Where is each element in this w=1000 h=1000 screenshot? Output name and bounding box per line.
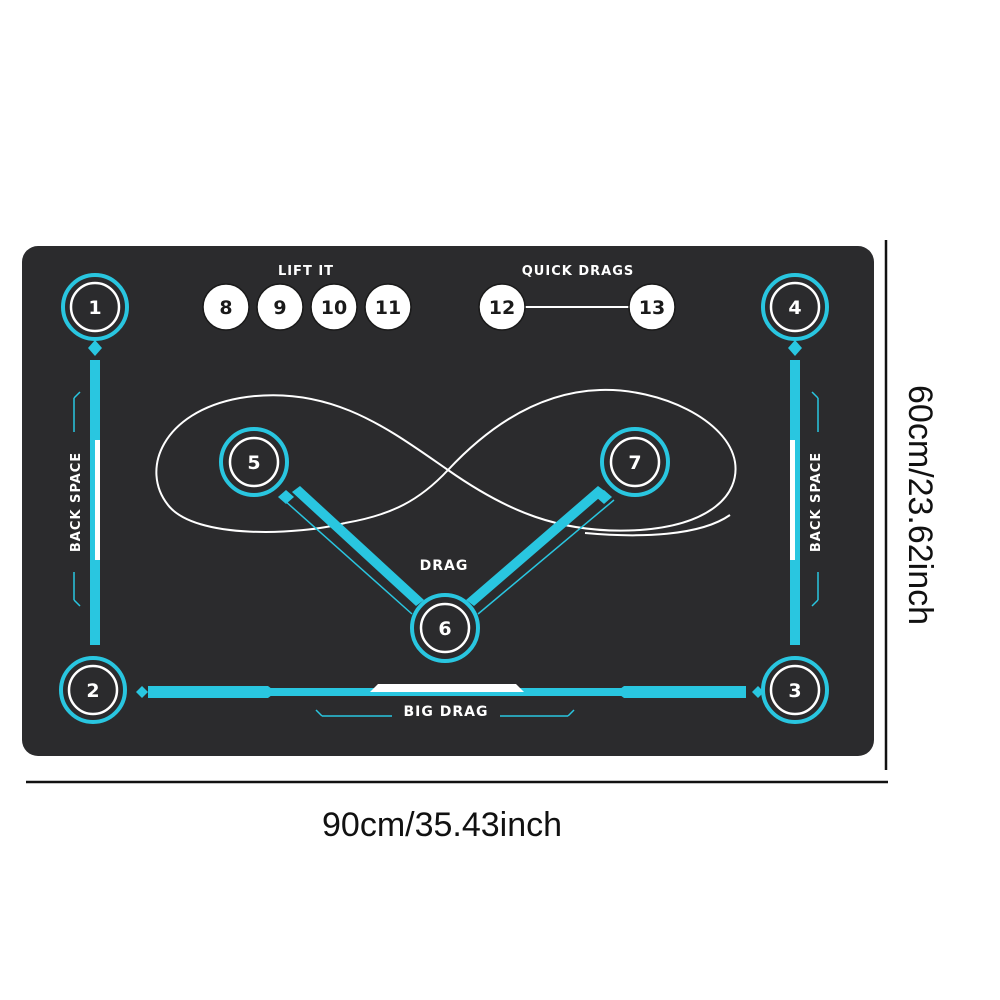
spot-3: 3 [761, 656, 829, 724]
back-space-right-label: BACK SPACE [809, 452, 824, 552]
back-space-left-label: BACK SPACE [69, 452, 84, 552]
spot-13: 13 [628, 283, 676, 331]
spot-4-number: 4 [788, 297, 801, 319]
spot-8-number: 8 [219, 297, 232, 319]
spot-7-number: 7 [628, 452, 641, 474]
lift-it-label: LIFT IT [278, 264, 334, 279]
spot-6: 6 [410, 593, 480, 663]
spot-1-number: 1 [88, 297, 101, 319]
drag-label: DRAG [420, 558, 469, 574]
big-drag-bar [136, 684, 764, 717]
spot-11: 11 [364, 283, 412, 331]
spot-12-number: 12 [489, 297, 515, 319]
spot-1: 1 [61, 273, 129, 341]
spot-3-number: 3 [788, 680, 801, 702]
spot-7: 7 [600, 427, 670, 497]
spot-10: 10 [310, 283, 358, 331]
infinity-loop [155, 388, 737, 537]
height-dimension-label: 60cm/23.62inch [901, 385, 939, 626]
spot-9-number: 9 [273, 297, 286, 319]
spot-13-number: 13 [639, 297, 665, 319]
spot-6-number: 6 [438, 618, 451, 640]
drag-bars [278, 486, 615, 615]
spot-10-number: 10 [321, 297, 347, 319]
big-drag-label: BIG DRAG [404, 704, 489, 720]
spot-9: 9 [256, 283, 304, 331]
spot-12: 12 [478, 283, 526, 331]
quick-drags-label: QUICK DRAGS [522, 264, 634, 279]
width-dimension-label: 90cm/35.43inch [322, 806, 563, 844]
spot-8: 8 [202, 283, 250, 331]
left-backspace-bar [62, 340, 102, 645]
spot-11-number: 11 [375, 297, 401, 319]
spot-5: 5 [219, 427, 289, 497]
spot-4: 4 [761, 273, 829, 341]
right-backspace-bar [788, 340, 828, 645]
spot-2: 2 [59, 656, 127, 724]
spot-2-number: 2 [86, 680, 99, 702]
spot-5-number: 5 [247, 452, 260, 474]
mat-surface [22, 246, 874, 756]
